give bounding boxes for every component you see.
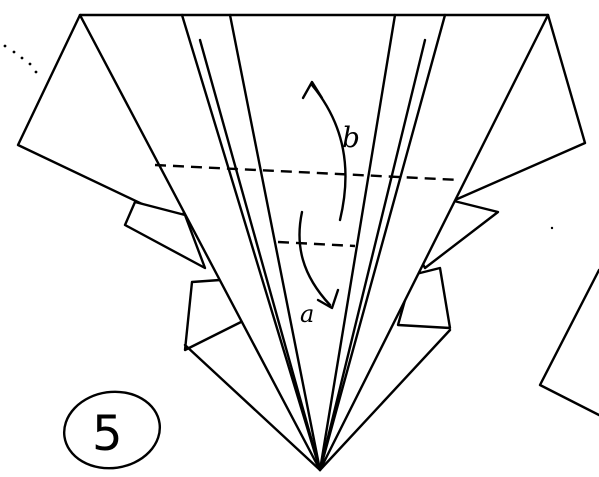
step-number-label: 5 bbox=[92, 406, 123, 462]
arrow-label-b: b bbox=[342, 121, 360, 154]
arrow-label-a: a bbox=[300, 300, 314, 328]
adjacent-diagram-fragment bbox=[540, 270, 599, 415]
step-number-badge: 5 bbox=[59, 386, 165, 475]
